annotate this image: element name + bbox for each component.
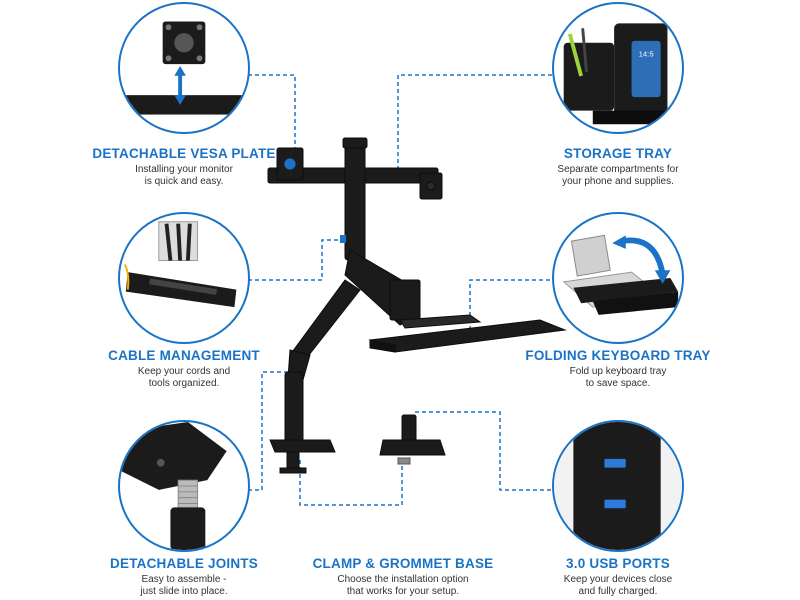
usb-ports-icon xyxy=(552,420,684,552)
feature-desc-line: is quick and easy. xyxy=(144,176,224,187)
feature-detachable-joints: DETACHABLE JOINTS Easy to assemble - jus… xyxy=(84,556,284,598)
feature-folding-keyboard-tray: FOLDING KEYBOARD TRAY Fold up keyboard t… xyxy=(518,348,718,390)
feature-desc-line: Separate compartments for xyxy=(557,164,679,175)
base-pole xyxy=(284,371,304,443)
feature-title: 3.0 USB PORTS xyxy=(566,556,670,571)
feature-title: FOLDING KEYBOARD TRAY xyxy=(525,348,711,363)
feature-desc-line: that works for your setup. xyxy=(346,586,460,597)
feature-desc-line: just slide into place. xyxy=(140,586,228,597)
feature-storage-tray: STORAGE TRAY Separate compartments for y… xyxy=(518,146,718,188)
connector-usb xyxy=(415,411,552,491)
feature-desc-line: Keep your devices close xyxy=(563,574,673,585)
vesa-plate-icon xyxy=(118,2,250,134)
feature-title: DETACHABLE VESA PLATE xyxy=(92,146,276,161)
connector-clamp xyxy=(299,460,403,506)
feature-desc-line: Fold up keyboard tray xyxy=(569,366,667,377)
feature-title: DETACHABLE JOINTS xyxy=(110,556,258,571)
workstation-product xyxy=(267,137,567,474)
feature-desc-line: Keep your cords and xyxy=(137,366,231,377)
connector-lines xyxy=(248,74,552,506)
feature-clamp-grommet-base: CLAMP & GROMMET BASE Choose the installa… xyxy=(298,556,508,598)
upright-pole xyxy=(344,139,366,261)
left-vesa-hub xyxy=(283,157,297,171)
feature-title: CABLE MANAGEMENT xyxy=(108,348,260,363)
gas-spring-arm xyxy=(289,279,361,361)
feature-cable-management: CABLE MANAGEMENT Keep your cords and too… xyxy=(84,348,284,390)
connector-cable xyxy=(248,239,340,281)
connector-keyboard xyxy=(469,279,552,330)
feature-desc-line: Installing your monitor xyxy=(135,164,233,175)
feature-desc-line: to save space. xyxy=(585,378,651,389)
feature-usb-ports: 3.0 USB PORTS Keep your devices close an… xyxy=(518,556,718,598)
grommet-base xyxy=(379,439,446,456)
feature-desc-line: and fully charged. xyxy=(578,586,658,597)
storage-tray-icon: 14:5 xyxy=(552,2,684,134)
folding-keyboard-tray-icon xyxy=(552,212,684,344)
feature-desc-line: tools organized. xyxy=(148,378,220,389)
feature-title: CLAMP & GROMMET BASE xyxy=(312,556,494,571)
phone-time: 14:5 xyxy=(639,49,654,58)
clamp-top xyxy=(269,439,336,453)
detachable-joint-icon xyxy=(118,420,250,552)
feature-vesa-plate: DETACHABLE VESA PLATE Installing your mo… xyxy=(84,146,284,188)
feature-title: STORAGE TRAY xyxy=(563,146,673,161)
connector-vesa xyxy=(248,74,296,150)
feature-desc-line: Choose the installation option xyxy=(337,574,469,585)
connector-joints xyxy=(248,371,290,491)
connector-storage xyxy=(397,74,552,170)
cable-management-icon xyxy=(118,212,250,344)
feature-desc-line: your phone and supplies. xyxy=(562,176,674,187)
keyboard-mount xyxy=(389,279,421,321)
feature-desc-line: Easy to assemble - xyxy=(141,574,227,585)
